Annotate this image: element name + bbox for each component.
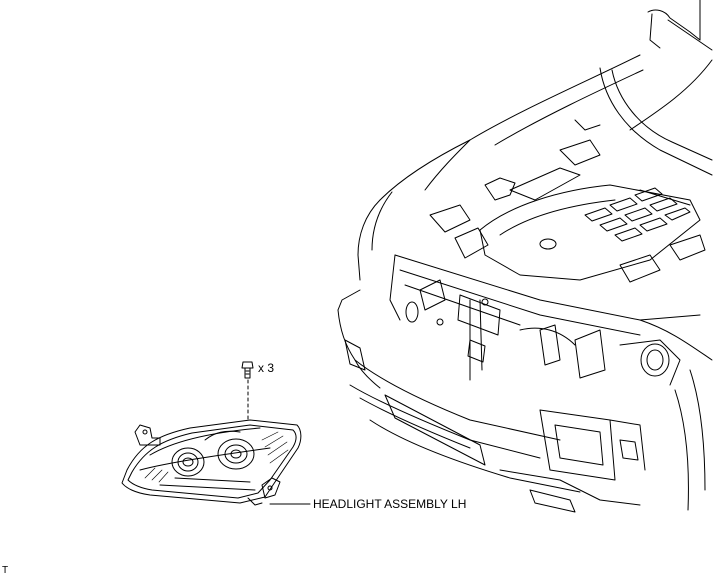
part-name-label: HEADLIGHT ASSEMBLY LH [313, 497, 467, 511]
bolt-icon [242, 362, 253, 378]
headlight-assembly-icon [122, 420, 301, 505]
vehicle-front-end [338, 0, 712, 512]
bolt-quantity-label: x 3 [258, 361, 275, 375]
figure-code-label: T [2, 565, 9, 576]
